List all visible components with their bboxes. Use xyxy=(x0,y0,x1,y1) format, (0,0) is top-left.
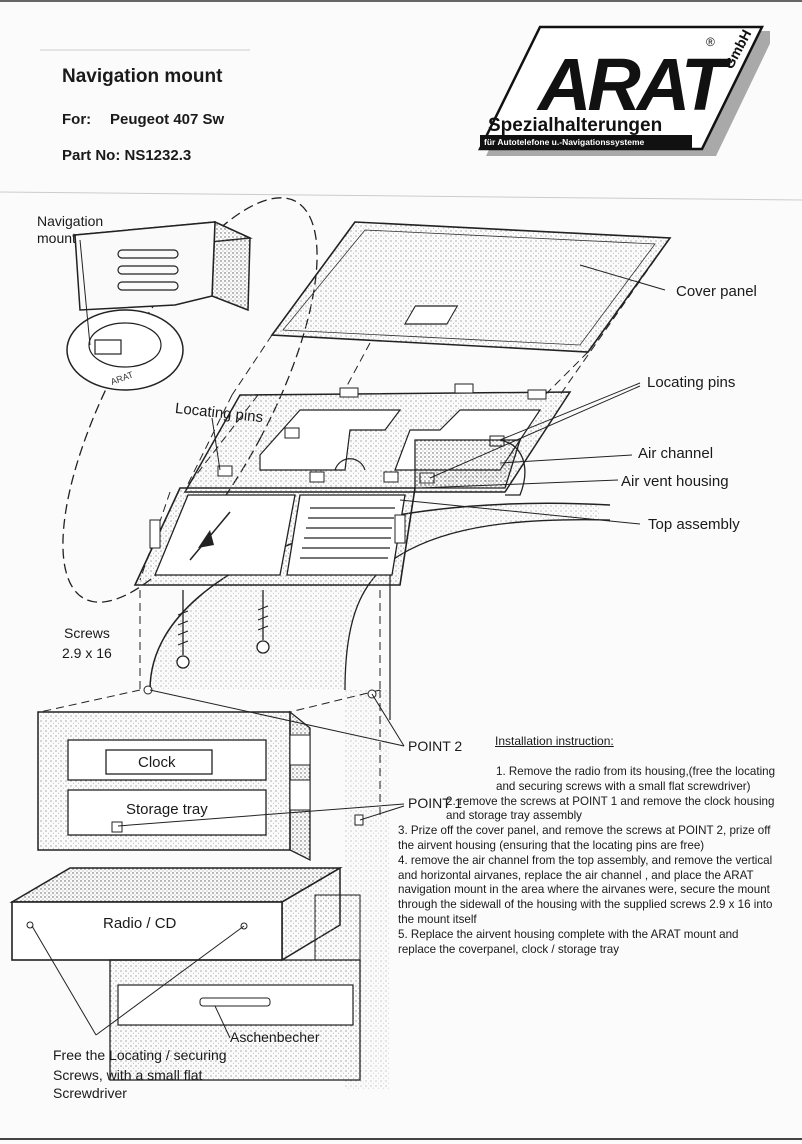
part-number: Part No: NS1232.3 xyxy=(62,147,192,164)
label-navigation-mount: Navigation mount xyxy=(37,213,103,247)
instruction-step-2: 2. remove the screws at POINT 1 and remo… xyxy=(446,794,775,823)
logo-tagline: Spezialhalterungen xyxy=(488,115,662,136)
document-title: Navigation mount xyxy=(62,66,223,87)
instruction-step-1: 1. Remove the radio from its housing,(fr… xyxy=(496,765,776,793)
instruction-step-4: 4. remove the air channel from the top a… xyxy=(398,853,773,926)
label-locating-pins-right: Locating pins xyxy=(647,374,736,391)
label-screws-size: 2.9 x 16 xyxy=(62,645,112,661)
arat-logo: ARAT GmbH ® Spezialhalterungen für Autot… xyxy=(470,22,776,157)
label-storage-tray: Storage tray xyxy=(126,801,208,818)
bottom-border xyxy=(0,1138,802,1140)
top-border xyxy=(0,0,802,2)
label-free-line-2: Screws, with a small flat xyxy=(53,1067,203,1083)
top-frame-part xyxy=(183,383,572,493)
instructions-heading: Installation instruction: xyxy=(495,734,614,748)
instruction-step-5: 5. Replace the airvent housing complete … xyxy=(398,927,739,956)
label-cover-panel: Cover panel xyxy=(676,283,757,300)
for-label: For: xyxy=(62,111,92,128)
instruction-step-3: 3. Prize off the cover panel, and remove… xyxy=(398,824,771,852)
label-air-vent-housing: Air vent housing xyxy=(621,473,729,490)
clock-storage-housing xyxy=(37,710,364,862)
label-radio-cd: Radio / CD xyxy=(103,915,177,932)
logo-brand: ARAT xyxy=(536,43,732,126)
instructions-body: 1. Remove the radio from its housing,(fr… xyxy=(398,765,776,957)
radio-cd-part xyxy=(9,866,343,962)
cover-panel-part xyxy=(270,221,672,353)
label-free-line-3: Screwdriver xyxy=(53,1085,127,1101)
logo-subline: für Autotelefone u.-Navigationssysteme xyxy=(484,137,645,147)
label-top-assembly: Top assembly xyxy=(648,516,740,533)
label-point-1: POINT 1 xyxy=(408,795,463,811)
label-navigation-mount-text: Navigation mount xyxy=(37,213,104,246)
leader-lines xyxy=(31,264,666,1039)
vehicle-model: Peugeot 407 Sw xyxy=(110,111,225,128)
navigation-mount-detail: ARAT xyxy=(62,197,318,603)
label-air-channel: Air channel xyxy=(638,445,714,462)
ashtray-part xyxy=(109,894,361,1081)
label-clock: Clock xyxy=(138,754,176,771)
air-vent-housing-part xyxy=(133,439,526,586)
logo-registered: ® xyxy=(706,35,715,49)
label-free-line-1: Free the Locating / securing xyxy=(53,1047,227,1063)
label-aschenbecher: Aschenbecher xyxy=(230,1029,320,1045)
label-point-2: POINT 2 xyxy=(408,738,463,754)
label-screws: Screws xyxy=(64,625,110,641)
